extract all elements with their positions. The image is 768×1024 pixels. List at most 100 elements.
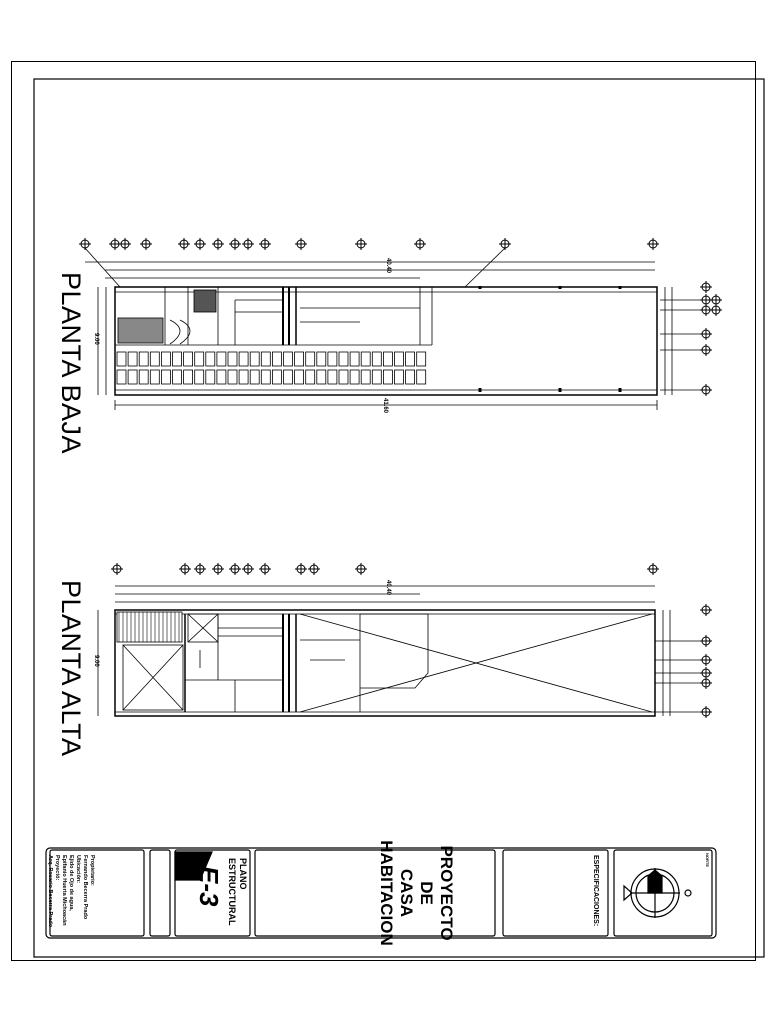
stall: [294, 351, 305, 367]
proyecto-title: PROYECTO DE CASA HABITACION: [376, 828, 456, 958]
stall: [327, 369, 338, 385]
stall: [416, 369, 427, 385]
axis-bubble: [259, 563, 271, 575]
axis-bubble: [194, 563, 206, 575]
stall: [338, 351, 349, 367]
stall: [371, 369, 382, 385]
stall: [405, 351, 416, 367]
planta-baja-drawing: [84, 247, 712, 410]
axis-bubble: [229, 238, 241, 250]
dim-total-alta: 40.40: [385, 580, 391, 596]
axis-bubble: [194, 238, 206, 250]
stall: [371, 351, 382, 367]
axis-bubble: [647, 563, 659, 575]
axis-bubble: [295, 563, 307, 575]
stall: [360, 369, 371, 385]
axis-bubble: [700, 604, 712, 616]
stall: [172, 369, 182, 385]
axis-bubble: [119, 238, 131, 250]
sheet-outer-border: [11, 61, 756, 961]
info-line: Fernando Becerra Prado: [82, 855, 88, 920]
info-line: Proyectó:: [54, 855, 60, 881]
stall: [394, 351, 404, 367]
stall: [327, 351, 338, 367]
stall: [116, 369, 127, 385]
proyecto-line-3: CASA: [397, 868, 416, 918]
axis-bubble: [700, 281, 712, 293]
stall: [316, 351, 327, 367]
stall: [216, 369, 227, 385]
proyecto-line-1: PROYECTO: [437, 845, 456, 941]
dim-width-baja: 9.00: [93, 333, 99, 345]
stall: [127, 351, 138, 367]
axis-bubble: [700, 344, 712, 356]
info-line: Arq. Rosario Becerra Prado: [47, 855, 53, 928]
axis-bubble: [111, 563, 123, 575]
title-block: [45, 847, 717, 939]
stall: [338, 369, 349, 385]
stall: [194, 369, 205, 385]
stall: [149, 369, 160, 385]
norte-label: NORTE: [705, 853, 710, 867]
axis-bubble: [355, 238, 367, 250]
planta-baja-side-markers: [700, 281, 722, 396]
stall: [116, 351, 127, 367]
stall: [416, 351, 427, 367]
stall: [127, 369, 138, 385]
plano-line-1: PLANO: [238, 858, 248, 890]
stall: [160, 351, 171, 367]
planta-alta-axis-markers: [111, 563, 659, 575]
especificaciones-label: ESPECIFICACIONES:: [592, 855, 599, 927]
stall: [138, 369, 149, 385]
axis-bubble: [700, 706, 712, 718]
stall: [260, 369, 271, 385]
stall: [382, 369, 393, 385]
stall: [149, 351, 160, 367]
plano-line-2: ESTRUCTURAL: [227, 858, 237, 926]
planta-alta-drawing: [97, 585, 712, 717]
planta-alta-side-markers: [700, 604, 712, 718]
axis-bubble: [212, 238, 224, 250]
axis-bubble: [259, 238, 271, 250]
stall: [249, 369, 260, 385]
axis-bubble: [79, 238, 91, 250]
stall: [238, 369, 249, 385]
stall: [227, 351, 238, 367]
stall: [349, 369, 360, 385]
stall: [172, 351, 182, 367]
stall: [360, 351, 371, 367]
proyecto-line-4: HABITACION: [377, 840, 396, 946]
axis-bubble: [179, 563, 191, 575]
axis-bubble: [710, 304, 722, 316]
axis-bubble: [308, 563, 320, 575]
stall: [216, 351, 227, 367]
axis-bubble: [499, 238, 511, 250]
axis-bubble: [229, 563, 241, 575]
axis-bubble: [647, 238, 659, 250]
info-line: Propietario:: [89, 855, 95, 886]
axis-bubble: [140, 238, 152, 250]
axis-bubble: [700, 677, 712, 689]
stall: [283, 369, 293, 385]
stall: [138, 351, 149, 367]
axis-bubble: [700, 654, 712, 666]
planta-baja-title: PLANTA BAJA: [56, 272, 86, 455]
stall: [382, 351, 393, 367]
stall: [271, 369, 282, 385]
stall: [227, 369, 238, 385]
stall: [271, 351, 282, 367]
stall: [183, 351, 194, 367]
stall: [183, 369, 194, 385]
dim-width-alta: 9.00: [93, 655, 99, 667]
sheet-inner-border: [33, 78, 765, 958]
axis-bubble: [242, 563, 254, 575]
info-line: Ejido de Ojo de agua,: [68, 855, 74, 911]
stall: [194, 351, 205, 367]
plano-code: E-3: [194, 866, 224, 907]
stall: [316, 369, 327, 385]
stall: [394, 369, 404, 385]
info-line: Ubicación:: [75, 855, 81, 884]
axis-bubble: [700, 384, 712, 396]
stall: [160, 369, 171, 385]
stall: [249, 351, 260, 367]
